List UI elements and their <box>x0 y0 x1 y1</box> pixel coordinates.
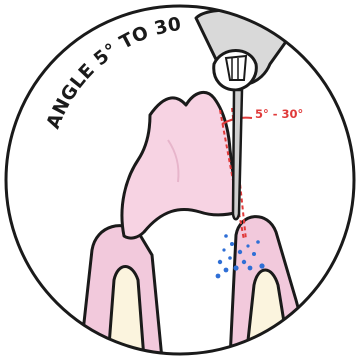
angle-range-label: 5° - 30° <box>255 107 303 121</box>
